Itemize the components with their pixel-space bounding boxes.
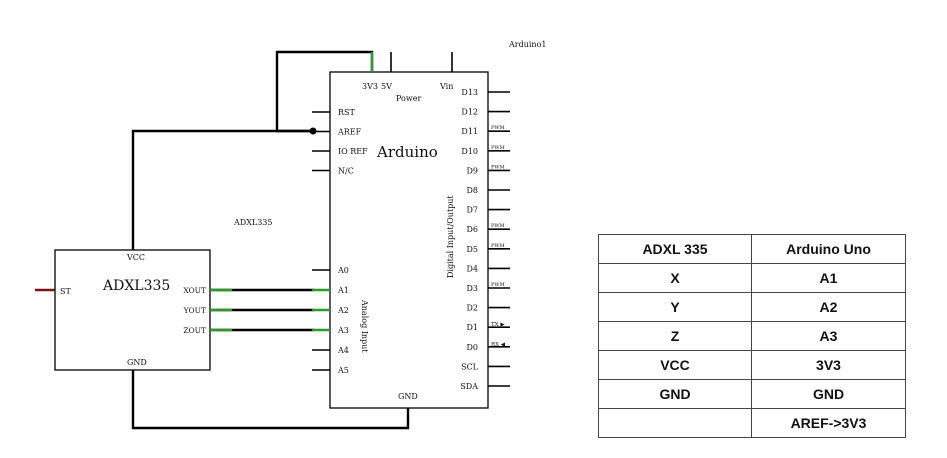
table-cell: A2 (751, 292, 906, 322)
pin-label-a1: A1 (337, 286, 349, 295)
pin-label-d0: D0 (466, 343, 478, 352)
connection-table: ADXL 335 Arduino Uno X A1 Y A2 Z A3 VCC … (598, 234, 906, 438)
adxl335-floating-label: ADXL335 (233, 218, 272, 227)
adxl335-title: ADXL335 (102, 278, 170, 294)
adxl-vcc-label: VCC (126, 253, 145, 262)
pin-label-yout: YOUT (183, 306, 206, 315)
rx-label: RX ◀ (491, 342, 506, 348)
pin-label-d8: D8 (466, 186, 478, 195)
table-row: AREF->3V3 (598, 408, 906, 438)
static-labels: Arduino1 Arduino Power Analog Input Digi… (54, 40, 547, 409)
power-label: Power (396, 94, 421, 103)
pin-label-sda: SDA (460, 382, 478, 391)
pin-label-a3: A3 (337, 326, 349, 335)
table-cell: GND (598, 379, 752, 409)
table-header-cell: Arduino Uno (751, 234, 906, 264)
pin-label-a0: A0 (337, 266, 349, 275)
pin-label-rst: RST (338, 108, 356, 117)
arduino-title: Arduino (376, 143, 438, 161)
table-row: Z A3 (598, 321, 906, 351)
table-header-cell: ADXL 335 (598, 234, 752, 264)
pwm-label-d10: PWM (491, 145, 505, 151)
pwm-label-d9: PWM (491, 164, 505, 170)
pin-label-vin: Vin (439, 82, 453, 91)
pin-label-io-ref: IO REF (338, 147, 368, 156)
pin-label-5v: 5V (381, 82, 392, 91)
table-cell: X (598, 263, 752, 293)
table-cell: Z (598, 321, 752, 351)
pwm-label-d6: PWM (491, 223, 505, 229)
pin-label-d6: D6 (466, 225, 478, 234)
digital-io-label: Digital Input/Output (446, 195, 455, 278)
pwm-label-d3: PWM (491, 282, 505, 288)
table-cell (598, 408, 752, 438)
arduino-gnd-label: GND (398, 392, 418, 401)
pin-label-3v3: 3V3 (362, 82, 378, 91)
pin-label-d9: D9 (466, 166, 478, 175)
pin-label-d5: D5 (466, 245, 478, 254)
adxl-st-label: ST (60, 287, 71, 296)
table-row: VCC 3V3 (598, 350, 906, 380)
pin-label-d7: D7 (466, 206, 478, 215)
table-cell: A1 (751, 263, 906, 293)
wire-aref-to-vcc (131, 129, 315, 252)
pwm-label-d11: PWM (491, 125, 505, 131)
table-row: Y A2 (598, 292, 906, 322)
pin-label-a2: A2 (337, 306, 349, 315)
pin-label-d4: D4 (466, 264, 478, 273)
pin-label-xout: XOUT (183, 286, 206, 295)
tx-label: TX ▶ (491, 322, 505, 328)
pin-label-scl: SCL (461, 362, 479, 371)
table-cell: A3 (751, 321, 906, 351)
pin-label-zout: ZOUT (183, 326, 206, 335)
pin-label-d13: D13 (461, 88, 478, 97)
table-cell: Y (598, 292, 752, 322)
pin-label-d10: D10 (461, 147, 478, 156)
pin-label-d11: D11 (461, 127, 478, 136)
pwm-label-d5: PWM (491, 243, 505, 249)
pin-label-n-c: N/C (338, 167, 354, 176)
pin-label-a4: A4 (337, 346, 349, 355)
table-row: GND GND (598, 379, 906, 409)
pin-label-aref: AREF (337, 128, 362, 137)
adxl-gnd-label: GND (127, 358, 147, 367)
table-header-row: ADXL 335 Arduino Uno (598, 234, 906, 264)
pin-label-d3: D3 (466, 284, 478, 293)
arduino-corner-label: Arduino1 (508, 40, 547, 49)
adxl335-module (54, 249, 211, 371)
table-cell: AREF->3V3 (751, 408, 906, 438)
table-row: X A1 (598, 263, 906, 293)
arduino-board (329, 71, 489, 409)
pin-label-a5: A5 (337, 366, 349, 375)
analog-input-label: Analog Input (360, 299, 369, 353)
pin-label-d12: D12 (461, 108, 478, 117)
table-cell: VCC (598, 350, 752, 380)
pin-label-d1: D1 (466, 323, 478, 332)
pin-label-d2: D2 (466, 304, 478, 313)
table-cell: GND (751, 379, 906, 409)
table-cell: 3V3 (751, 350, 906, 380)
